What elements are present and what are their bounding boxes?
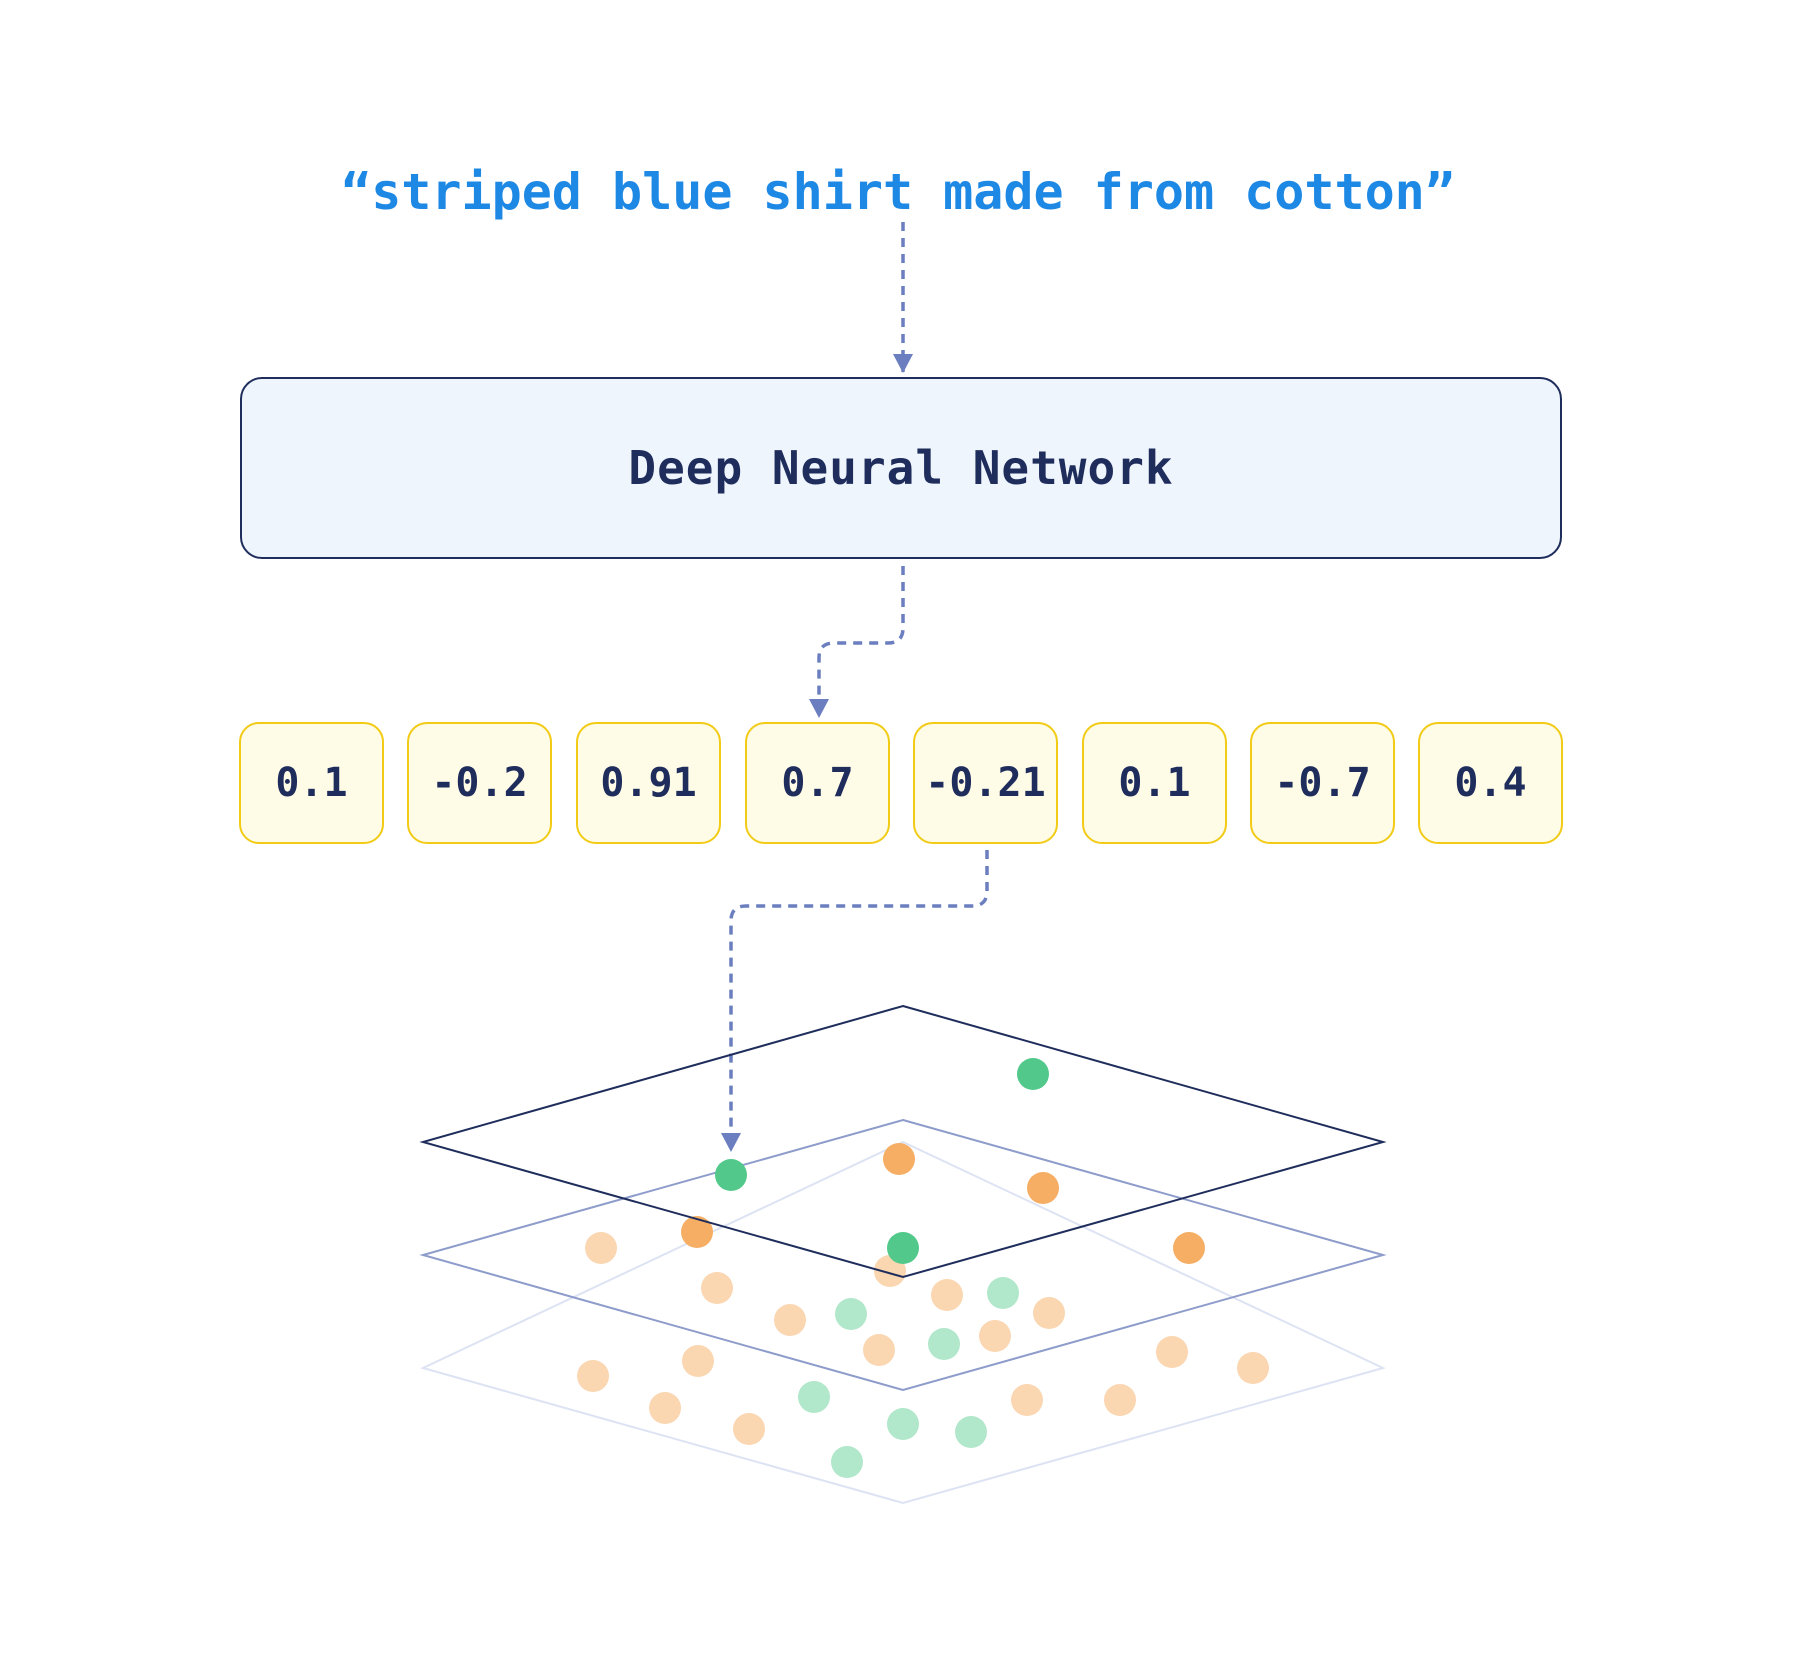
arrowhead-embedding-to-space (721, 1133, 741, 1152)
embedding-plane-middle (419, 1118, 1387, 1392)
point-orange (585, 1232, 617, 1264)
plane-middle-points (585, 1216, 1205, 1366)
point-orange (1173, 1232, 1205, 1264)
query-embedding-point (715, 1159, 747, 1191)
embedding-value-3: 0.91 (576, 722, 721, 844)
embedding-value-5: -0.21 (913, 722, 1058, 844)
point-green (987, 1277, 1019, 1309)
point-orange (1104, 1384, 1136, 1416)
point-orange (883, 1143, 915, 1175)
point-orange (774, 1304, 806, 1336)
embedding-plane-bottom (420, 1140, 1386, 1505)
plane-top-points (715, 1058, 1059, 1204)
query-text: “striped blue shirt made from cotton” (341, 163, 1455, 221)
point-orange (1033, 1297, 1065, 1329)
point-orange (681, 1216, 713, 1248)
embedding-value-8: 0.4 (1418, 722, 1563, 844)
plane-middle-outline (419, 1118, 1387, 1392)
point-orange (863, 1334, 895, 1366)
embedding-vector: 0.1 -0.2 0.91 0.7 -0.21 0.1 -0.7 0.4 (239, 722, 1563, 844)
network-label: Deep Neural Network (628, 441, 1174, 495)
point-green (955, 1416, 987, 1448)
arrowhead-network-to-embedding (809, 699, 829, 718)
point-green (835, 1298, 867, 1330)
arrowhead-query-to-network (893, 354, 913, 373)
plane-bottom-points (577, 1336, 1269, 1478)
embedding-value-1: 0.1 (239, 722, 384, 844)
point-orange (701, 1272, 733, 1304)
point-green (887, 1232, 919, 1264)
point-orange (682, 1345, 714, 1377)
point-green (831, 1446, 863, 1478)
point-orange (733, 1413, 765, 1445)
deep-neural-network-box: Deep Neural Network (240, 377, 1562, 559)
point-orange (649, 1392, 681, 1424)
point-orange (577, 1360, 609, 1392)
point-orange (979, 1320, 1011, 1352)
embedding-value-2: -0.2 (407, 722, 552, 844)
arrow-network-to-embedding (817, 566, 905, 712)
arrow-embedding-to-space (729, 850, 989, 1142)
embedding-value-4: 0.7 (745, 722, 890, 844)
embedding-plane-top (419, 1004, 1387, 1279)
plane-bottom-outline (420, 1140, 1386, 1505)
point-orange (1156, 1336, 1188, 1368)
plane-top-outline (419, 1004, 1387, 1279)
embedding-value-6: 0.1 (1082, 722, 1227, 844)
point-green (798, 1381, 830, 1413)
embedding-value-7: -0.7 (1250, 722, 1395, 844)
point-green (887, 1408, 919, 1440)
point-orange (1237, 1352, 1269, 1384)
point-green (1017, 1058, 1049, 1090)
point-orange (1011, 1384, 1043, 1416)
point-orange (1027, 1172, 1059, 1204)
point-green (928, 1328, 960, 1360)
point-orange (931, 1279, 963, 1311)
